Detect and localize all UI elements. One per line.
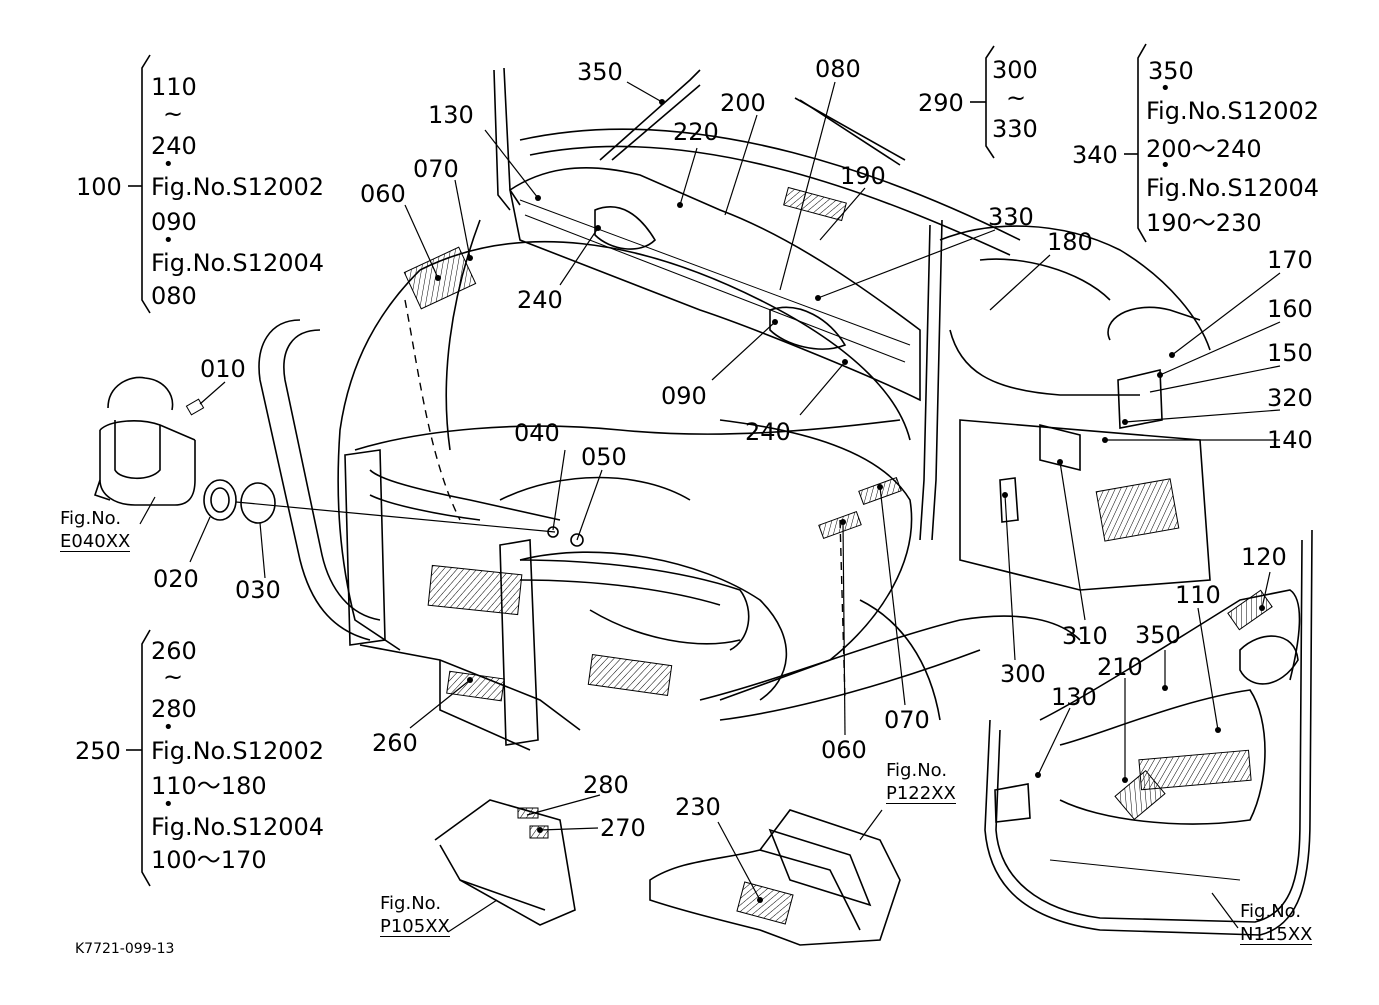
group-340-line: 350: [1148, 57, 1194, 85]
figref-e040-label: Fig.No.: [60, 508, 122, 529]
callout-010: 010: [200, 355, 246, 383]
callout-150: 150: [1267, 339, 1313, 367]
group-250-line: ~: [163, 663, 184, 691]
group-100-line: Fig.No.S12004: [151, 249, 325, 277]
fastener-dots: [435, 99, 1265, 903]
callout-310: 310: [1062, 622, 1108, 650]
group-250-line: Fig.No.S12002: [151, 737, 325, 765]
callout-240-top: 240: [517, 286, 563, 314]
group-100-line: 110: [151, 73, 197, 101]
callout-220: 220: [673, 118, 719, 146]
door-panel: [984, 529, 1313, 936]
floor-contour: [699, 599, 1081, 721]
callout-270: 270: [600, 814, 646, 842]
callout-040: 040: [514, 419, 560, 447]
group-340-line: Fig.No.S12004: [1146, 174, 1320, 202]
callout-130-door: 130: [1051, 683, 1097, 711]
bracket-290: [970, 45, 995, 159]
group-100-line: •: [163, 154, 174, 175]
callout-350: 350: [577, 58, 623, 86]
group-100-line: 080: [151, 282, 197, 310]
group-250-line: •: [163, 717, 174, 738]
group-340-line: 190～230: [1146, 209, 1262, 237]
callout-070: 070: [413, 155, 459, 183]
group-100-parent: 100: [76, 173, 122, 201]
storage-box: [649, 809, 901, 946]
group-340-line: 200～240: [1146, 135, 1262, 163]
group-250-line: •: [163, 794, 174, 815]
figref-p122-code: P122XX: [886, 783, 956, 804]
group-250-line: 100～170: [151, 846, 267, 874]
group-100-line: 090: [151, 208, 197, 236]
callout-330: 330: [988, 203, 1034, 231]
group-290-line: 300: [992, 56, 1038, 84]
group-290-parent: 290: [918, 89, 964, 117]
callout-240-mid: 240: [745, 418, 791, 446]
bracket-100: [128, 54, 151, 314]
bracket-340: [1124, 43, 1147, 243]
callout-090: 090: [661, 382, 707, 410]
group-340-line: •: [1160, 78, 1171, 99]
group-250-line: Fig.No.S12004: [151, 813, 325, 841]
figref-p122-label: Fig.No.: [886, 760, 948, 781]
callout-190: 190: [840, 162, 886, 190]
callout-230: 230: [675, 793, 721, 821]
reservoir-tank: [93, 376, 205, 506]
cap-and-seal: [203, 479, 556, 533]
group-340-line: Fig.No.S12002: [1146, 97, 1320, 125]
group-290-line: 330: [992, 115, 1038, 143]
callout-110: 110: [1175, 581, 1221, 609]
callout-210: 210: [1097, 653, 1143, 681]
callout-060-bottom: 060: [821, 736, 867, 764]
leader-lines: [139, 81, 1281, 933]
figref-p105-label: Fig.No.: [380, 893, 442, 914]
callout-120: 120: [1241, 543, 1287, 571]
lower-panel: [434, 799, 576, 926]
callout-050: 050: [581, 443, 627, 471]
callout-020: 020: [153, 565, 199, 593]
group-100-line: •: [163, 230, 174, 251]
group-340-parent: 340: [1072, 141, 1118, 169]
hood-body: [337, 219, 913, 701]
grille-guard: [258, 319, 750, 751]
drawing-code: K7721-099-13: [75, 941, 175, 957]
callout-280: 280: [583, 771, 629, 799]
callout-130: 130: [428, 101, 474, 129]
figref-n115-label: Fig.No.: [1240, 901, 1302, 922]
bracket-250: [126, 629, 151, 887]
group-100-line: Fig.No.S12002: [151, 173, 325, 201]
dashboard: [509, 166, 921, 402]
seat-area: [939, 225, 1211, 591]
callout-140: 140: [1267, 426, 1313, 454]
callout-300: 300: [1000, 660, 1046, 688]
callout-170: 170: [1267, 246, 1313, 274]
callout-320: 320: [1267, 384, 1313, 412]
group-100-line: ~: [163, 100, 184, 128]
callout-260: 260: [372, 729, 418, 757]
callout-160: 160: [1267, 295, 1313, 323]
figref-e040-code: E040XX: [60, 531, 131, 552]
figref-p105-code: P105XX: [380, 916, 450, 937]
figref-n115-code: N115XX: [1240, 924, 1313, 945]
callout-080: 080: [815, 55, 861, 83]
group-250-line: 280: [151, 695, 197, 723]
callout-070-bottom: 070: [884, 706, 930, 734]
group-100-line: 240: [151, 132, 197, 160]
group-250-line: 260: [151, 637, 197, 665]
group-340-line: •: [1160, 155, 1171, 176]
group-290-line: ~: [1006, 84, 1027, 112]
cab-frame: [493, 67, 1021, 541]
callout-180: 180: [1047, 228, 1093, 256]
callout-200: 200: [720, 89, 766, 117]
group-250-line: 110～180: [151, 772, 267, 800]
callout-060: 060: [360, 180, 406, 208]
callout-030: 030: [235, 576, 281, 604]
callout-350-door: 350: [1135, 621, 1181, 649]
group-250-parent: 250: [75, 737, 121, 765]
